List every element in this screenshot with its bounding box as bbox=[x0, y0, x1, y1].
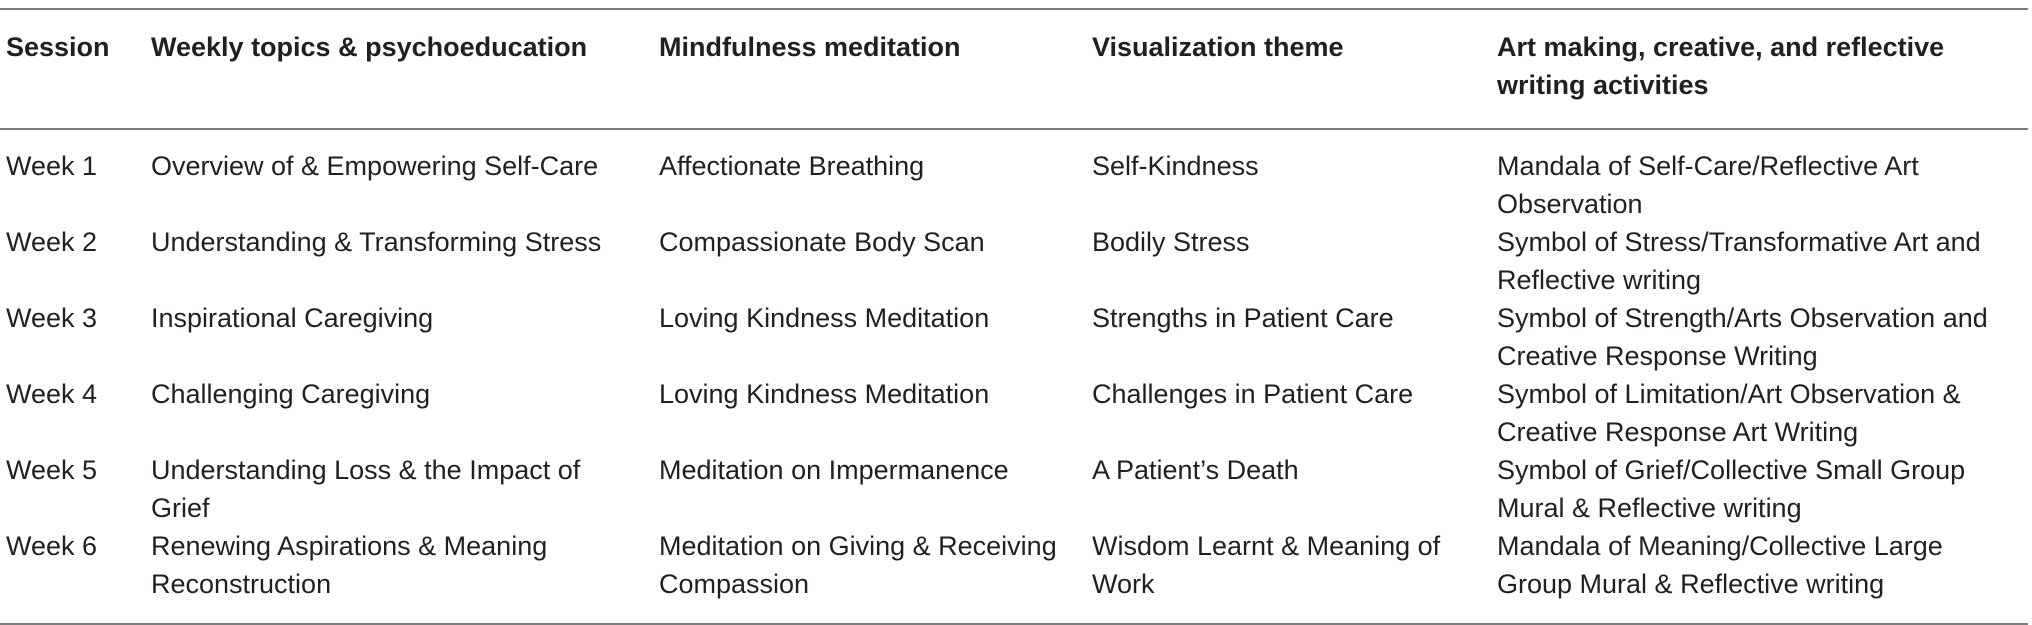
cell-weekly-topic: Understanding Loss & the Impact of Grief bbox=[151, 455, 581, 523]
header-mindfulness-meditation: Mindfulness meditation bbox=[659, 32, 961, 62]
cell-meditation: Compassionate Body Scan bbox=[659, 227, 985, 257]
cell-session: Week 2 bbox=[6, 227, 98, 257]
cell-art-activity: Symbol of Strength/Arts Observation and … bbox=[1497, 303, 1988, 371]
session-table: Session Weekly topics & psychoeducation … bbox=[0, 8, 2028, 625]
table-row: Week 1 Overview of & Empowering Self-Car… bbox=[0, 129, 2028, 223]
header-session: Session bbox=[6, 32, 110, 62]
cell-session: Week 6 bbox=[6, 531, 98, 561]
table-row: Week 2 Understanding & Transforming Stre… bbox=[0, 223, 2028, 299]
header-visualization-theme: Visualization theme bbox=[1092, 32, 1344, 62]
table-body: Week 1 Overview of & Empowering Self-Car… bbox=[0, 129, 2028, 624]
cell-art-activity: Symbol of Limitation/Art Observation & C… bbox=[1497, 379, 1961, 447]
cell-art-activity: Mandala of Self-Care/Reflective Art Obse… bbox=[1497, 151, 1919, 219]
cell-weekly-topic: Renewing Aspirations & Meaning Reconstru… bbox=[151, 531, 548, 599]
cell-weekly-topic: Inspirational Caregiving bbox=[151, 303, 434, 333]
table-row: Week 4 Challenging Caregiving Loving Kin… bbox=[0, 375, 2028, 451]
table-container: Session Weekly topics & psychoeducation … bbox=[0, 8, 2028, 625]
cell-session: Week 4 bbox=[6, 379, 98, 409]
cell-session: Week 1 bbox=[6, 151, 98, 181]
cell-weekly-topic: Understanding & Transforming Stress bbox=[151, 227, 602, 257]
cell-meditation: Loving Kindness Meditation bbox=[659, 303, 990, 333]
table-header: Session Weekly topics & psychoeducation … bbox=[0, 9, 2028, 129]
cell-meditation: Loving Kindness Meditation bbox=[659, 379, 990, 409]
cell-visualization: Self-Kindness bbox=[1092, 151, 1259, 181]
cell-meditation: Affectionate Breathing bbox=[659, 151, 925, 181]
cell-visualization: Bodily Stress bbox=[1092, 227, 1250, 257]
header-art-making-activities: Art making, creative, and reflective wri… bbox=[1497, 32, 1945, 100]
cell-visualization: Strengths in Patient Care bbox=[1092, 303, 1394, 333]
table-row: Week 5 Understanding Loss & the Impact o… bbox=[0, 451, 2028, 527]
cell-visualization: A Patient’s Death bbox=[1092, 455, 1299, 485]
table-row: Week 6 Renewing Aspirations & Meaning Re… bbox=[0, 527, 2028, 624]
cell-art-activity: Mandala of Meaning/Collective Large Grou… bbox=[1497, 531, 1943, 599]
cell-art-activity: Symbol of Grief/Collective Small Group M… bbox=[1497, 455, 1966, 523]
header-row: Session Weekly topics & psychoeducation … bbox=[0, 9, 2028, 129]
cell-meditation: Meditation on Giving & Receiving Compass… bbox=[659, 531, 1057, 599]
cell-visualization: Wisdom Learnt & Meaning of Work bbox=[1092, 531, 1441, 599]
cell-art-activity: Symbol of Stress/Transformative Art and … bbox=[1497, 227, 1981, 295]
cell-weekly-topic: Overview of & Empowering Self-Care bbox=[151, 151, 599, 181]
cell-visualization: Challenges in Patient Care bbox=[1092, 379, 1414, 409]
cell-meditation: Meditation on Impermanence bbox=[659, 455, 1009, 485]
table-row: Week 3 Inspirational Caregiving Loving K… bbox=[0, 299, 2028, 375]
cell-weekly-topic: Challenging Caregiving bbox=[151, 379, 431, 409]
header-weekly-topics: Weekly topics & psychoeducation bbox=[151, 32, 588, 62]
cell-session: Week 5 bbox=[6, 455, 98, 485]
cell-session: Week 3 bbox=[6, 303, 98, 333]
